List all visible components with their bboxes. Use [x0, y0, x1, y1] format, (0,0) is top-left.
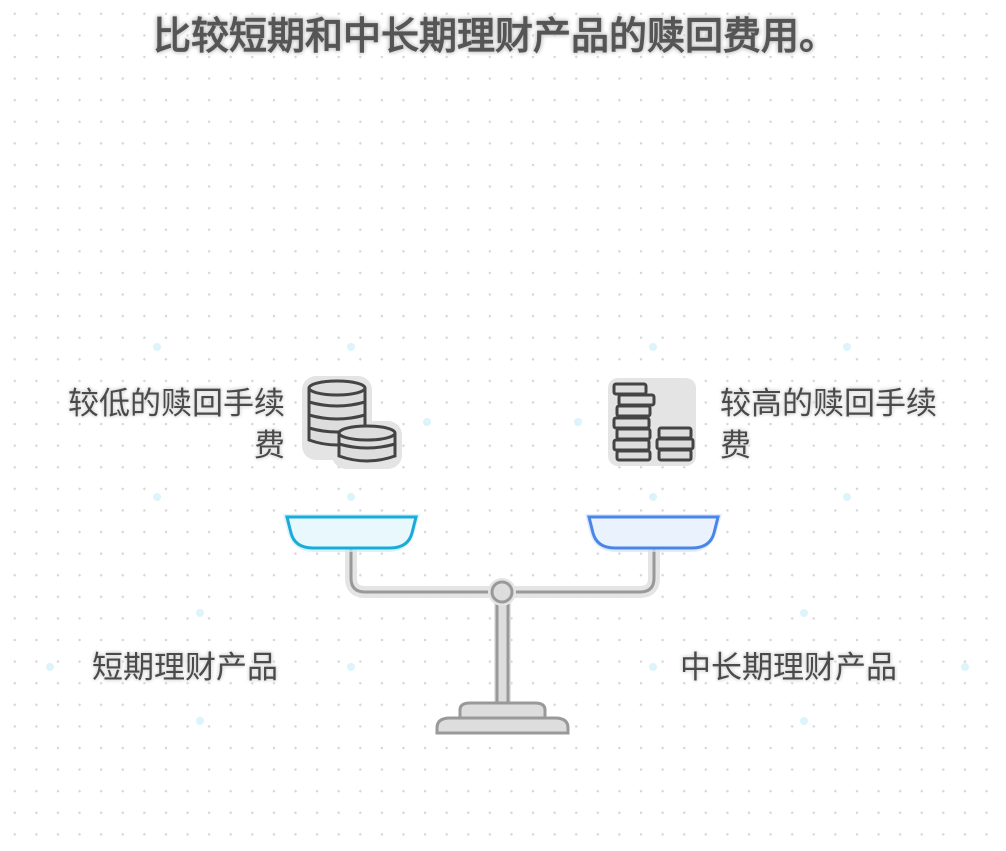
- scale-base: [435, 701, 570, 735]
- left-product-label: 短期理财产品: [92, 650, 278, 686]
- bar-stack-icon: [608, 378, 696, 466]
- decor-dots: [46, 343, 969, 725]
- right-product-label: 中长期理财产品: [680, 650, 897, 686]
- left-fee-line1: 较低的赎回手续: [68, 386, 285, 422]
- left-fee-line2: 费: [254, 428, 285, 464]
- left-pan: [283, 514, 420, 552]
- right-fee-line2: 费: [720, 428, 751, 464]
- right-fee-line1: 较高的赎回手续: [720, 386, 937, 422]
- left-fee-label: 较低的赎回手续 费: [68, 383, 285, 467]
- coin-stack-icon: [302, 376, 402, 469]
- scale-post: [488, 578, 516, 706]
- right-fee-label: 较高的赎回手续 费: [720, 383, 937, 467]
- right-pan: [585, 514, 722, 552]
- page-title: 比较短期和中长期理财产品的赎回费用。: [152, 14, 837, 58]
